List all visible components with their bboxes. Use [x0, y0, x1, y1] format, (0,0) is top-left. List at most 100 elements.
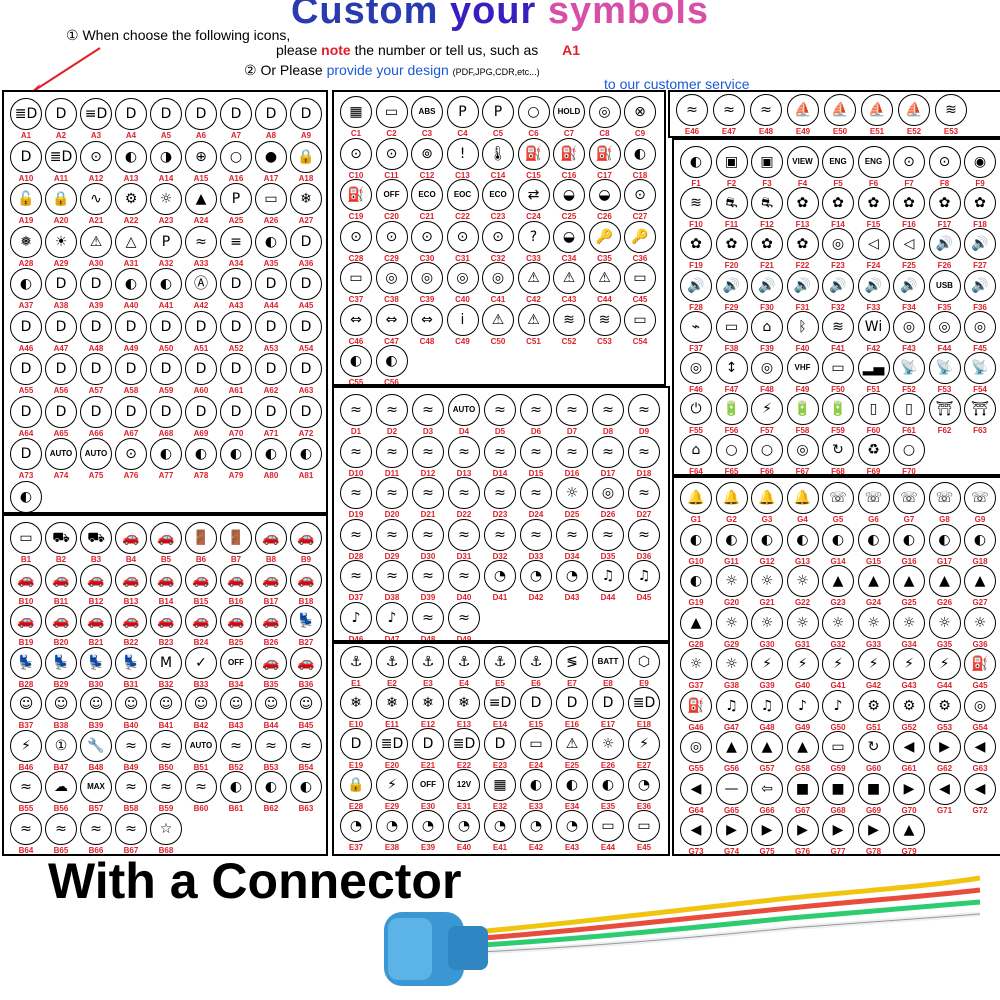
- symbol-icon: ≈: [484, 394, 516, 426]
- symbol-icon: 🚗: [150, 605, 182, 637]
- symbol-icon: ⛵: [787, 94, 819, 126]
- symbol-code-label: C30: [419, 253, 435, 263]
- symbol-code-label: C22: [455, 212, 470, 221]
- symbol-icon: ①: [45, 729, 77, 762]
- symbol-icon: ⛽: [680, 689, 712, 722]
- symbol-icon: ≈: [376, 518, 408, 551]
- symbol-code-label: G29: [723, 639, 740, 649]
- symbol-code-label: D21: [420, 510, 436, 519]
- symbol-code-label: B35: [263, 679, 279, 689]
- symbol-code-label: F43: [902, 343, 916, 353]
- connector-heading: With a Connector: [48, 853, 462, 909]
- symbol-code-label: A49: [123, 343, 139, 353]
- symbol-code-label: E3: [423, 679, 433, 688]
- symbol-icon: ⛽: [340, 179, 372, 211]
- symbol-code-label: G42: [865, 681, 882, 690]
- symbol-icon: D: [290, 395, 322, 428]
- symbol-code-label: D43: [564, 593, 580, 602]
- symbol-code-label: C53: [597, 336, 612, 346]
- symbol-icon: ♪: [822, 689, 854, 722]
- symbol-code-label: D38: [384, 593, 400, 602]
- symbol-code-label: G43: [901, 681, 917, 690]
- symbol-code-label: D42: [528, 593, 544, 602]
- symbol-icon: ⇄: [517, 179, 550, 211]
- symbol-icon: ❄: [290, 183, 322, 215]
- symbol-icon: ■: [857, 772, 890, 805]
- symbol-code-label: G33: [865, 639, 882, 649]
- symbol-icon: ⊙: [928, 146, 961, 178]
- symbol-icon: D: [592, 687, 624, 719]
- symbol-icon: ◎: [411, 262, 443, 294]
- symbol-icon: D: [10, 395, 42, 428]
- symbol-icon: ⛵: [824, 94, 856, 126]
- symbol-code-label: A28: [18, 258, 34, 268]
- symbol-icon: ♫: [715, 689, 748, 722]
- symbol-code-label: A5: [160, 131, 172, 140]
- symbol-icon: ▲: [928, 565, 961, 597]
- symbol-icon: D: [220, 98, 252, 130]
- symbol-icon: ◐: [10, 268, 42, 300]
- symbol-icon: ≈: [448, 560, 480, 592]
- symbol-icon: ⛐: [751, 187, 783, 220]
- symbol-code-label: G48: [759, 722, 775, 732]
- symbol-icon: ≈: [45, 812, 77, 845]
- symbol-code-label: D19: [348, 510, 364, 519]
- symbol-icon: D: [150, 395, 182, 428]
- symbol-icon: ⛩: [964, 393, 996, 426]
- symbol-code-label: C39: [419, 295, 435, 304]
- symbol-code-label: A54: [298, 343, 314, 353]
- symbol-code-label: E39: [420, 843, 436, 852]
- symbol-icon: 🔊: [786, 269, 819, 302]
- symbol-icon: 🔔: [680, 482, 712, 514]
- symbol-code-label: A26: [263, 216, 279, 225]
- symbol-icon: ▲: [751, 731, 783, 763]
- symbol-icon: D: [290, 98, 322, 130]
- symbol-icon: ≈: [340, 435, 372, 468]
- instruction-text: Or Please: [260, 62, 327, 78]
- symbol-icon: 🚗: [290, 522, 322, 554]
- symbol-panel-g: 🔔G1🔔G2🔔G3🔔G4☏G5☏G6☏G7☏G8☏G9◐G10◐G11◐G12◐…: [672, 476, 1000, 856]
- symbol-icon: ✿: [786, 187, 819, 220]
- symbol-icon: ◐: [624, 137, 656, 170]
- symbol-code-label: B26: [263, 638, 279, 647]
- symbol-icon: ☏: [928, 482, 961, 514]
- symbol-code-label: F21: [760, 261, 774, 271]
- symbol-icon: ⚓: [412, 646, 444, 678]
- symbol-code-label: G18: [972, 556, 988, 566]
- symbol-icon: ◐: [556, 769, 588, 801]
- symbol-code-label: A31: [123, 258, 139, 268]
- symbol-icon: D: [80, 353, 112, 385]
- symbol-code-label: A81: [298, 471, 314, 480]
- symbol-code-label: C8: [599, 129, 610, 138]
- symbol-icon: ◐: [150, 438, 182, 470]
- symbol-code-label: A27: [298, 216, 314, 225]
- symbol-icon: ≣D: [628, 687, 660, 719]
- symbol-code-label: D49: [456, 634, 472, 642]
- symbol-code-label: B11: [53, 596, 69, 606]
- symbol-icon: ☼: [715, 606, 748, 639]
- symbol-code-label: C2: [386, 129, 397, 138]
- symbol-icon: D: [556, 687, 588, 719]
- symbol-code-label: B9: [300, 555, 312, 564]
- symbol-icon: —: [715, 772, 748, 805]
- symbol-code-label: E11: [385, 720, 399, 729]
- step-number: ①: [66, 27, 79, 43]
- symbol-code-label: C37: [348, 295, 364, 304]
- symbol-icon: ♪: [376, 601, 408, 634]
- symbol-icon: 🚗: [290, 563, 322, 596]
- symbol-icon: OFF: [220, 646, 252, 679]
- symbol-icon: ∿: [80, 183, 112, 215]
- symbol-code-label: G79: [901, 847, 917, 856]
- symbol-icon: ≋: [935, 94, 967, 126]
- symbol-icon: ⛵: [898, 94, 930, 126]
- symbol-icon: ◐: [185, 438, 217, 470]
- symbol-icon: 🔊: [893, 269, 925, 302]
- symbol-code-label: G21: [759, 598, 775, 607]
- symbol-code-label: G31: [794, 639, 811, 649]
- symbol-code-label: G39: [759, 681, 775, 690]
- symbol-icon: 🔋: [715, 393, 748, 426]
- symbol-code-label: B23: [158, 638, 174, 647]
- symbol-icon: ▂▄: [857, 352, 890, 384]
- symbol-icon: 🚗: [45, 563, 77, 596]
